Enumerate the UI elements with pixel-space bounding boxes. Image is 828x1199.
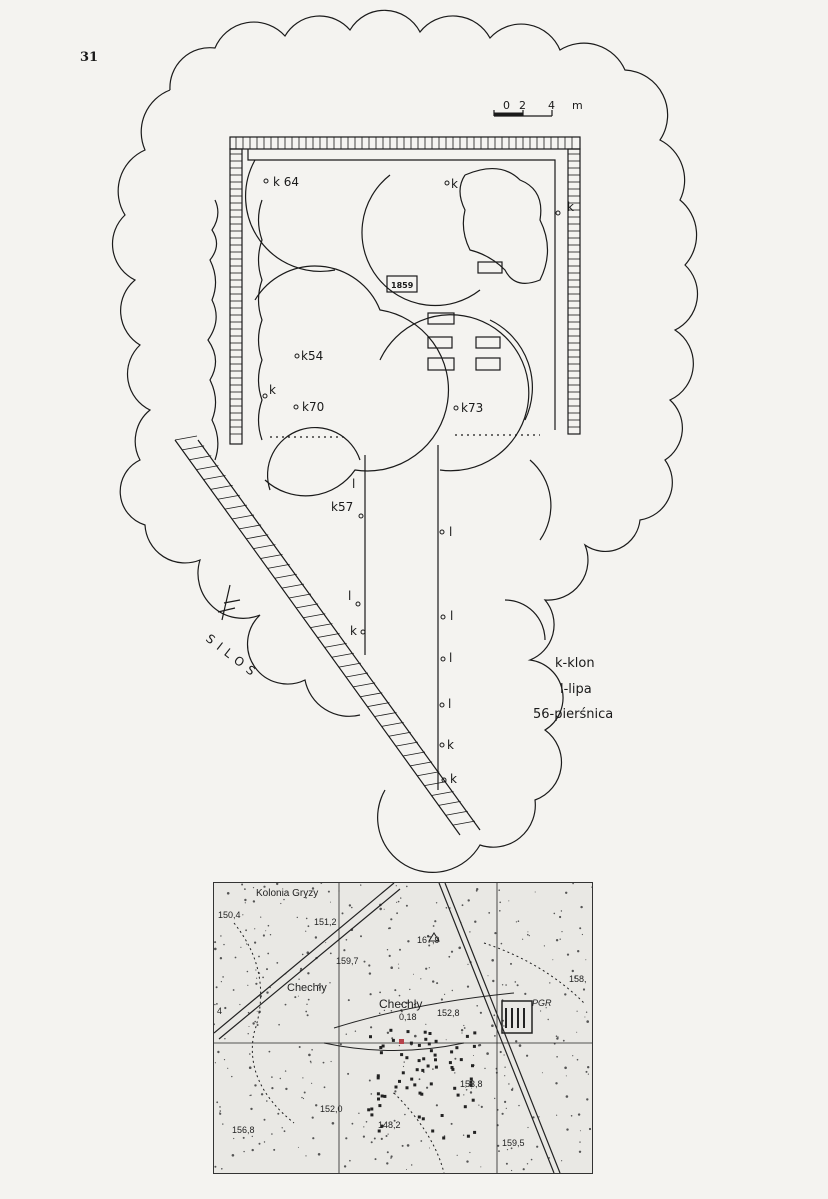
plaque-label: 1859 <box>391 281 414 290</box>
tree-k54: k54 <box>301 349 323 363</box>
legend-piersnica: 56-pierśnica <box>533 707 613 722</box>
topographic-map: Kolonia Gryzy 150,4 151,2 167,9 159,7 15… <box>213 882 593 1174</box>
tree-k-left: k <box>269 383 276 397</box>
tree-k70: k70 <box>302 400 324 414</box>
map-label-edge-4: 4 <box>217 1006 222 1016</box>
map-height-159-7: 159,7 <box>336 956 359 966</box>
tree-l-upper: l <box>352 477 355 491</box>
alley-tree-4: l <box>448 697 451 711</box>
tree-k73: k73 <box>461 401 483 415</box>
map-label-chechly-west: Chechły <box>287 982 327 994</box>
tree-k-right: k <box>567 200 574 214</box>
alley-tree-3: l <box>449 651 452 665</box>
tree-k-top: k <box>451 177 458 191</box>
map-label-chechly-center: Chechły <box>379 997 422 1011</box>
scale-unit: m <box>572 99 583 112</box>
park-plan: 0 2 4 m 1859 k 64 k k k54 k k70 k73 k57 … <box>111 9 699 873</box>
tree-k64: k 64 <box>273 175 299 189</box>
legend-klon: k-klon <box>555 656 595 671</box>
map-height-158: 158, <box>569 974 587 984</box>
map-height-156-8: 156,8 <box>232 1125 255 1135</box>
canopy-outline <box>169 9 699 873</box>
silos-label: SILOS <box>203 631 262 682</box>
scale-tick-2: 2 <box>519 99 526 112</box>
map-label-kolonia: Kolonia Gryzy <box>256 888 318 899</box>
tree-k57: k57 <box>331 500 353 514</box>
map-label-pgr: PGR <box>532 998 552 1008</box>
map-height-148-2: 148,2 <box>378 1120 401 1130</box>
tree-l-lower: l <box>348 589 351 603</box>
alley-tree-5: k <box>447 738 454 752</box>
tree-k-lower: k <box>350 624 357 638</box>
alley-tree-1: l <box>449 525 452 539</box>
scale-tick-4: 4 <box>548 99 555 112</box>
map-height-159-5: 159,5 <box>502 1138 525 1148</box>
map-height-152-8: 152,8 <box>437 1008 460 1018</box>
map-height-153-8: 153,8 <box>460 1079 483 1089</box>
map-height-150-4: 150,4 <box>218 910 241 920</box>
alley-tree-2: l <box>450 609 453 623</box>
alley-tree-6: k <box>450 772 457 786</box>
page-number: 31 <box>80 50 99 65</box>
map-height-0-18: 0,18 <box>399 1012 417 1022</box>
map-height-152-0: 152,0 <box>320 1104 343 1114</box>
legend-lipa: l-lipa <box>560 682 592 697</box>
scale-tick-0: 0 <box>503 99 510 112</box>
map-height-167-9: 167,9 <box>417 935 440 945</box>
map-height-151-2: 151,2 <box>314 917 337 927</box>
